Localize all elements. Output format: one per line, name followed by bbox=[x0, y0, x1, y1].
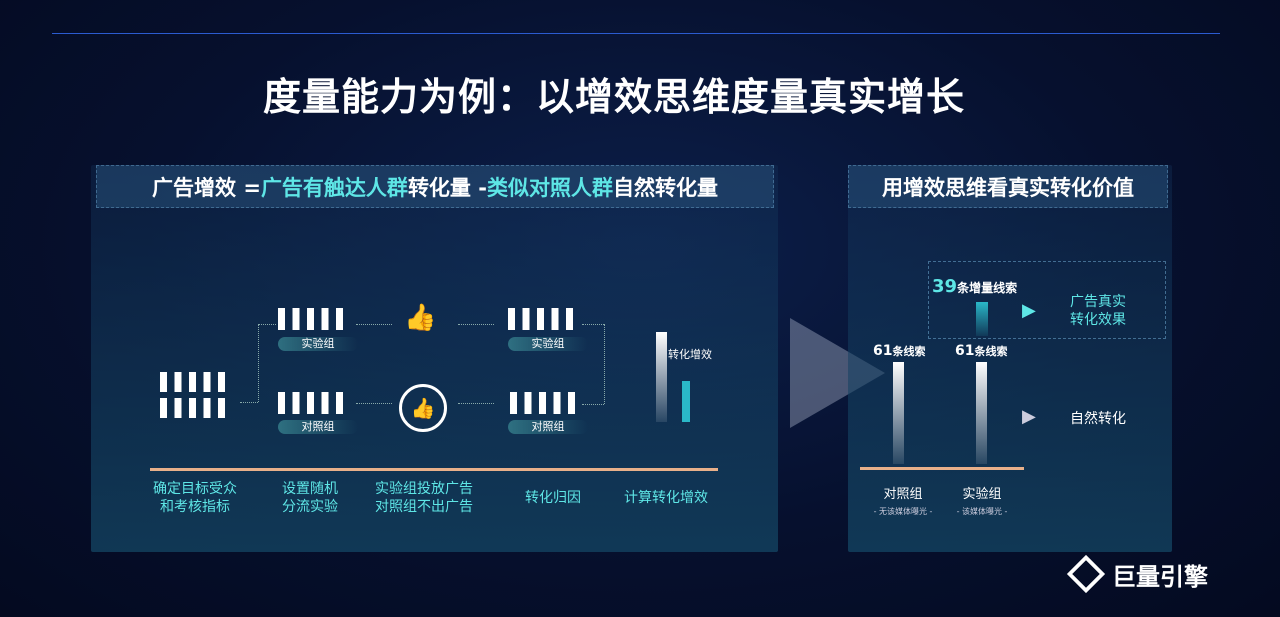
lift-bar-test bbox=[656, 332, 667, 422]
connector-line bbox=[604, 324, 605, 404]
test-group-people-icon bbox=[278, 308, 346, 330]
control-group-converted-icon bbox=[510, 392, 578, 414]
step-3: 实验组投放广告 对照组不出广告 bbox=[375, 481, 473, 515]
page-title: 度量能力为例：以增效思维度量真实增长 bbox=[262, 75, 965, 119]
right-header: 用增效思维看真实转化价值 bbox=[848, 165, 1168, 208]
control-group-result-tag: 对照组 bbox=[508, 420, 588, 434]
incremental-number: 39 bbox=[932, 276, 958, 297]
test-number: 61 bbox=[955, 343, 975, 359]
test-label: 实验组 bbox=[962, 487, 1002, 502]
step-2: 设置随机 分流实验 bbox=[282, 481, 338, 515]
chevron-right-icon: ▶ bbox=[1022, 300, 1036, 321]
control-unit: 条线索 bbox=[892, 345, 926, 358]
logo: 巨量引擎 bbox=[1066, 554, 1208, 594]
step-5: 计算转化增效 bbox=[624, 490, 708, 506]
test-unit: 条线索 bbox=[974, 345, 1008, 358]
control-number: 61 bbox=[873, 343, 893, 359]
right-panel bbox=[848, 165, 1172, 552]
step-1: 确定目标受众 和考核指标 bbox=[153, 481, 237, 515]
incremental-box bbox=[928, 261, 1166, 339]
incremental-bar bbox=[976, 302, 988, 336]
no-ad-icon: 👍 bbox=[399, 384, 447, 432]
lift-label: 转化增效 bbox=[668, 348, 712, 361]
connector-line bbox=[258, 324, 259, 402]
control-value: 61条线索 bbox=[873, 343, 925, 359]
connector-line bbox=[582, 324, 604, 325]
connector-line bbox=[458, 403, 494, 404]
formula-part: 类似对照人群 bbox=[486, 175, 613, 200]
right-baseline bbox=[860, 467, 1024, 470]
connector-line bbox=[240, 402, 258, 403]
test-group-tag: 实验组 bbox=[278, 337, 358, 351]
formula-part: 自然转化量 bbox=[612, 175, 718, 200]
test-value: 61条线索 bbox=[955, 343, 1007, 359]
test-bar bbox=[976, 362, 987, 464]
formula-part: 广告增效 = bbox=[152, 175, 261, 200]
control-group-tag: 对照组 bbox=[278, 420, 358, 434]
test-group-result-tag: 实验组 bbox=[508, 337, 588, 351]
natural-label: 自然转化 bbox=[1070, 411, 1126, 427]
connector-line bbox=[356, 403, 392, 404]
formula-part: 转化量 - bbox=[407, 175, 487, 200]
test-sub: - 该媒体曝光 - bbox=[956, 507, 1008, 516]
formula-part: 广告有触达人群 bbox=[260, 175, 408, 200]
formula-header: 广告增效 = 广告有触达人群 转化量 - 类似对照人群 自然转化量 bbox=[96, 165, 774, 208]
lift-bar-control bbox=[682, 381, 690, 422]
baseline bbox=[150, 468, 718, 471]
logo-icon bbox=[1066, 554, 1106, 594]
logo-text: 巨量引擎 bbox=[1112, 562, 1208, 591]
audience-people-icon bbox=[160, 372, 232, 420]
control-label: 对照组 bbox=[883, 487, 923, 502]
incremental-value: 39条增量线索 bbox=[932, 276, 1017, 297]
thumbs-up-icon: 👍 bbox=[404, 303, 437, 333]
connector-line bbox=[582, 404, 604, 405]
real-effect-label: 广告真实 转化效果 bbox=[1070, 294, 1126, 328]
connector-line bbox=[258, 324, 276, 325]
test-group-converted-icon bbox=[508, 308, 576, 330]
connector-line bbox=[356, 324, 392, 325]
control-group-people-icon bbox=[278, 392, 346, 414]
top-divider bbox=[52, 33, 1220, 34]
control-sub: - 无该媒体曝光 - bbox=[873, 507, 933, 516]
chevron-right-icon: ▶ bbox=[1022, 406, 1036, 427]
step-4: 转化归因 bbox=[525, 490, 581, 506]
connector-line bbox=[458, 324, 494, 325]
control-bar bbox=[893, 362, 904, 464]
incremental-unit: 条增量线索 bbox=[957, 281, 1018, 295]
